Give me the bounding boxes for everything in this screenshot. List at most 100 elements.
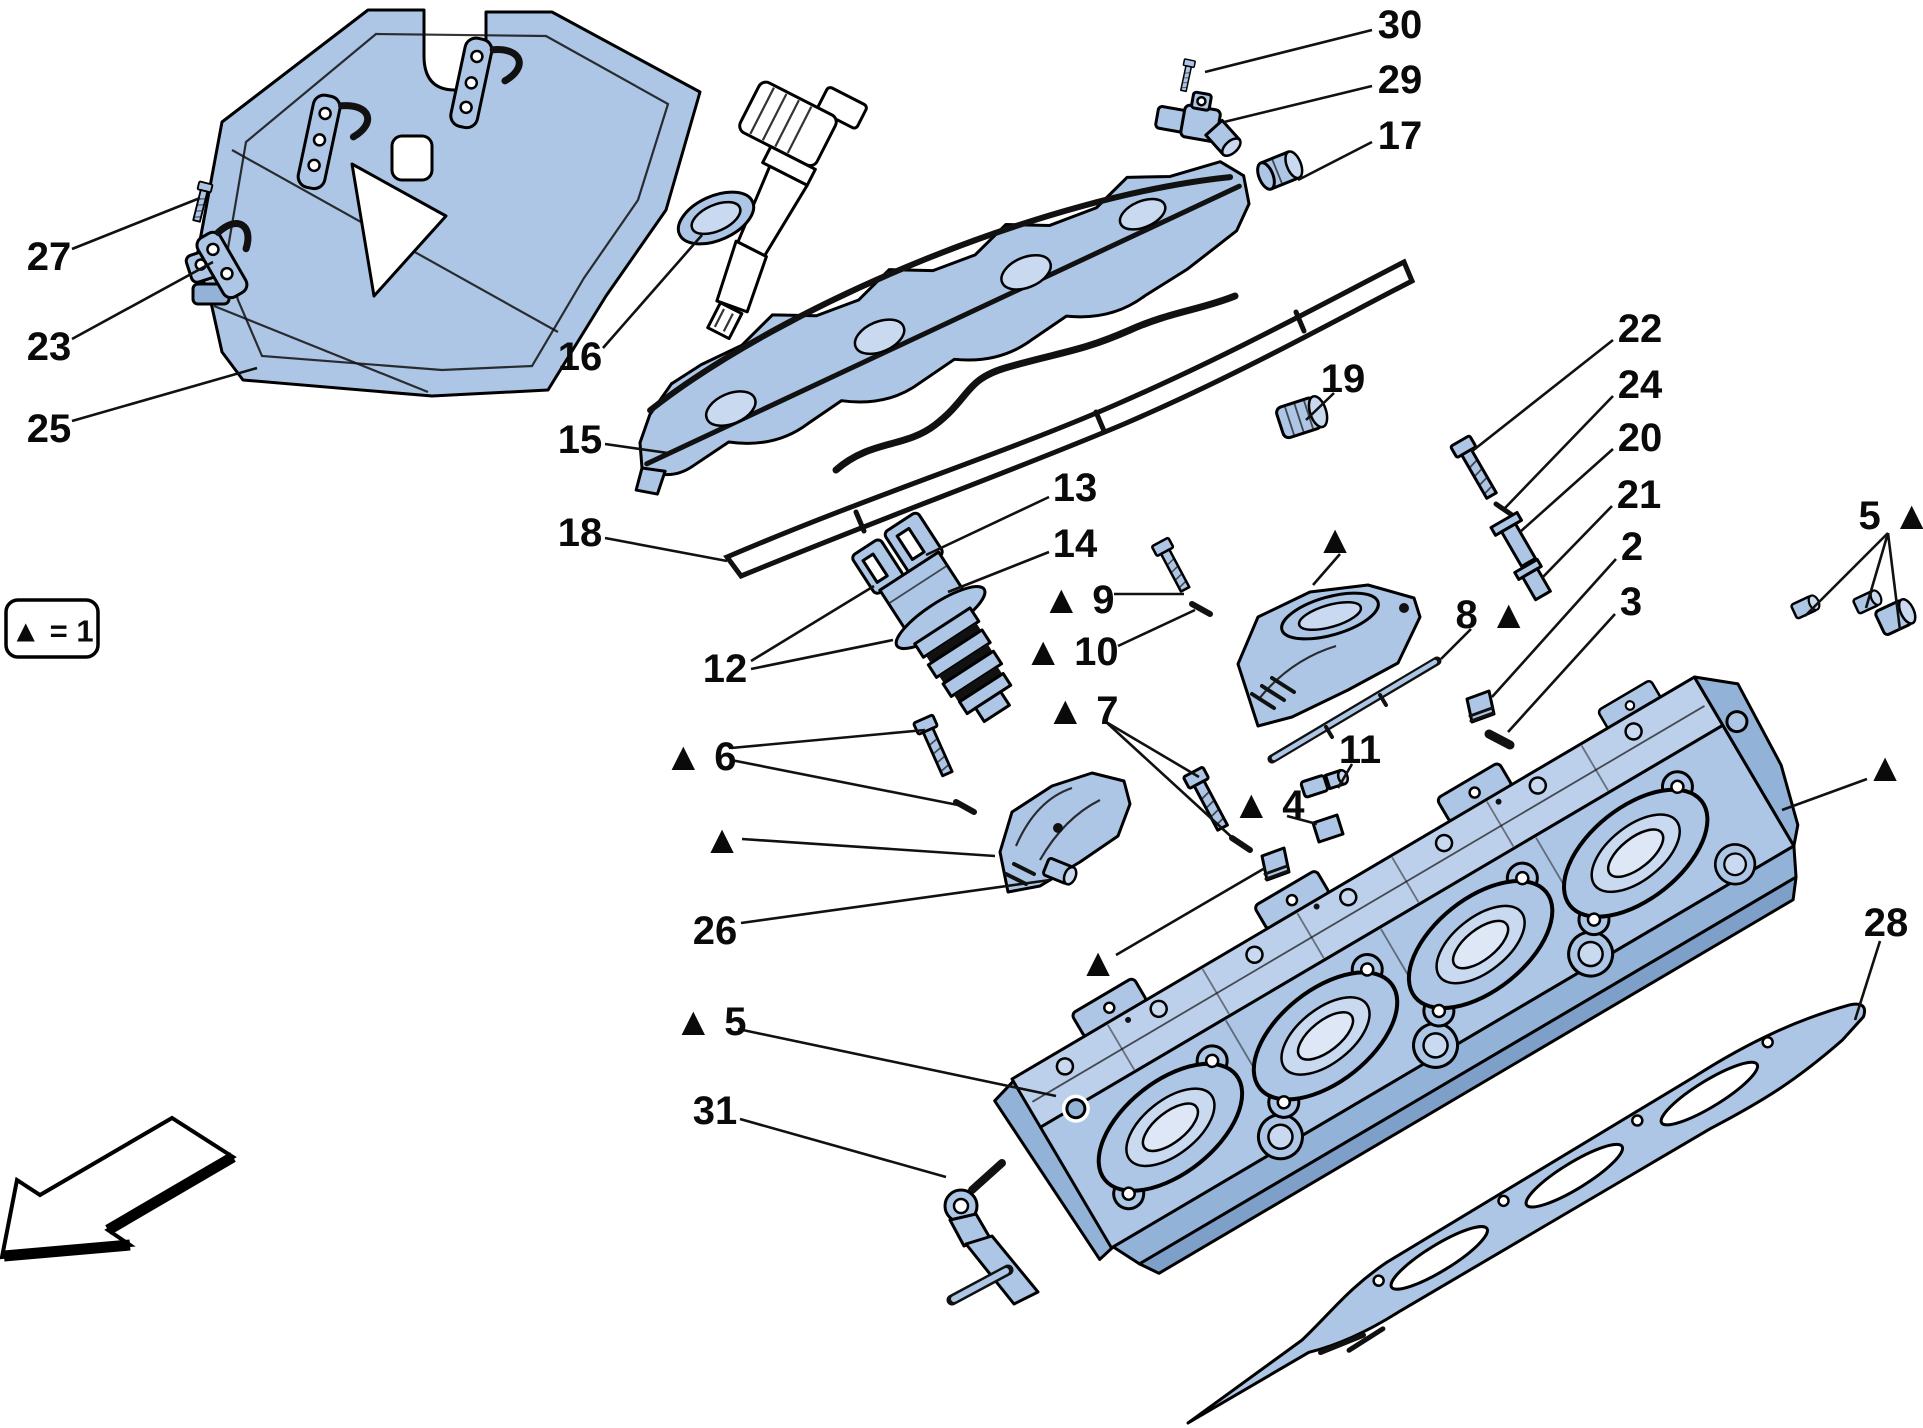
callout-18: 18 bbox=[558, 511, 603, 555]
leader-line-t7 bbox=[1105, 721, 1238, 843]
callout-25: 25 bbox=[27, 407, 72, 451]
part-10-washer bbox=[1189, 601, 1213, 617]
part-30-screw bbox=[1177, 58, 1197, 93]
leader-line-17 bbox=[1297, 140, 1373, 182]
part-16-coil-cap bbox=[676, 190, 756, 246]
callout-28: 28 bbox=[1864, 901, 1909, 945]
callout-15: 15 bbox=[558, 418, 603, 462]
part-28-head-gasket bbox=[1186, 1002, 1867, 1425]
callout-t10: ▲ 10 bbox=[1023, 630, 1118, 674]
part-22-bolt bbox=[1448, 434, 1503, 503]
callout-t6: ▲ 6 bbox=[664, 735, 737, 779]
callout-22: 22 bbox=[1618, 307, 1663, 351]
callout-3: 3 bbox=[1620, 580, 1642, 624]
leader-line-31 bbox=[739, 1117, 947, 1179]
callout-19: 19 bbox=[1321, 357, 1366, 401]
leader-line-t5 bbox=[737, 1027, 1057, 1098]
leader-line-24 bbox=[1504, 395, 1614, 509]
leader-line-tB bbox=[1312, 553, 1341, 586]
callout-21: 21 bbox=[1617, 473, 1662, 517]
leader-line-30 bbox=[1204, 28, 1373, 74]
part-3-pin bbox=[1484, 729, 1515, 750]
part-18-gasket bbox=[723, 258, 1416, 580]
leader-line-25 bbox=[71, 366, 258, 423]
part-6-washer bbox=[953, 799, 977, 815]
part-5-bushings bbox=[1789, 587, 1917, 636]
leader-line-14 bbox=[947, 550, 1050, 594]
leader-line-t5r bbox=[1864, 532, 1890, 609]
callout-17: 17 bbox=[1378, 114, 1423, 158]
part-5-plug-installed bbox=[1061, 1094, 1090, 1123]
part-2-pad bbox=[1465, 689, 1496, 724]
callout-13: 13 bbox=[1053, 466, 1098, 510]
callout-t9: ▲ 9 bbox=[1042, 578, 1115, 622]
leader-line-19 bbox=[1305, 392, 1335, 421]
leader-line-2 bbox=[1491, 558, 1617, 698]
part-8-rod bbox=[1267, 656, 1442, 764]
cover-triangular-cutout bbox=[350, 162, 448, 298]
leader-line-tC bbox=[1115, 866, 1266, 957]
callout-30: 30 bbox=[1378, 3, 1423, 47]
part-6-bolt bbox=[912, 713, 959, 780]
part-ignition-coil bbox=[676, 80, 868, 341]
leader-line-28 bbox=[1853, 940, 1882, 1021]
leader-line-3 bbox=[1507, 613, 1616, 733]
cover-strap-bracket-left bbox=[296, 93, 372, 191]
part-25-heat-shield bbox=[184, 8, 702, 398]
callout-tD: ▲ bbox=[1865, 746, 1905, 790]
leader-line-27 bbox=[71, 196, 201, 251]
callout-tA: ▲ bbox=[702, 818, 742, 862]
leader-line-12 bbox=[750, 584, 875, 663]
callout-16: 16 bbox=[558, 335, 603, 379]
part-31-bracket bbox=[943, 1159, 1040, 1306]
callout-20: 20 bbox=[1618, 416, 1663, 460]
callout-t5r: 5 ▲ bbox=[1859, 494, 1923, 538]
part-17-cap bbox=[1256, 150, 1304, 191]
leader-line-t8 bbox=[1440, 628, 1472, 660]
part-misc-pad bbox=[1260, 846, 1291, 882]
callout-t8: 8 ▲ bbox=[1456, 593, 1529, 637]
leader-line-18 bbox=[604, 536, 728, 563]
callout-14: 14 bbox=[1053, 522, 1098, 566]
callout-tB: ▲ bbox=[1315, 518, 1355, 562]
part-21-bushing bbox=[1513, 558, 1552, 602]
part-cam-cap-upper bbox=[1236, 583, 1422, 728]
leader-line-15 bbox=[604, 442, 669, 455]
callout-tC: ▲ bbox=[1078, 941, 1118, 985]
part-9-bolt bbox=[1150, 536, 1195, 595]
callout-t7: ▲ 7 bbox=[1046, 689, 1119, 733]
callout-2: 2 bbox=[1621, 525, 1643, 569]
leader-line-20 bbox=[1519, 448, 1614, 533]
leader-line-22 bbox=[1470, 338, 1614, 454]
legend-text: ▲ = 1 bbox=[10, 614, 93, 649]
leader-line-11 bbox=[1336, 763, 1354, 789]
part-29-sensor bbox=[1154, 90, 1242, 157]
part-4-pad bbox=[1311, 813, 1345, 844]
direction-arrow-icon bbox=[0, 1115, 237, 1262]
callout-29: 29 bbox=[1378, 58, 1423, 102]
part-15-camshaft-cover bbox=[634, 160, 1251, 496]
callout-11: 11 bbox=[1339, 728, 1381, 772]
callout-t4: ▲ 4 bbox=[1232, 783, 1306, 827]
callout-23: 23 bbox=[27, 325, 72, 369]
leader-line-21 bbox=[1541, 505, 1613, 579]
part-24-washer bbox=[1493, 501, 1515, 518]
leader-line-t5r bbox=[1886, 532, 1902, 631]
part-23-bracket bbox=[195, 220, 252, 300]
leader-line-t6 bbox=[730, 758, 959, 807]
leader-line-tA bbox=[741, 837, 996, 858]
leader-line-t7 bbox=[1105, 720, 1200, 779]
leader-line-tD bbox=[1781, 777, 1868, 812]
leader-line-t6 bbox=[730, 728, 926, 750]
leader-line-29 bbox=[1223, 84, 1373, 124]
part-cylinder-head bbox=[993, 675, 1800, 1275]
leader-line-16 bbox=[602, 234, 703, 349]
part-cam-cap-lower bbox=[998, 771, 1132, 894]
legend: ▲ = 1 bbox=[4, 598, 100, 659]
part-20-spacer bbox=[1489, 511, 1537, 568]
leader-line-26 bbox=[740, 878, 1051, 925]
callout-t5: ▲ 5 bbox=[674, 1000, 747, 1044]
